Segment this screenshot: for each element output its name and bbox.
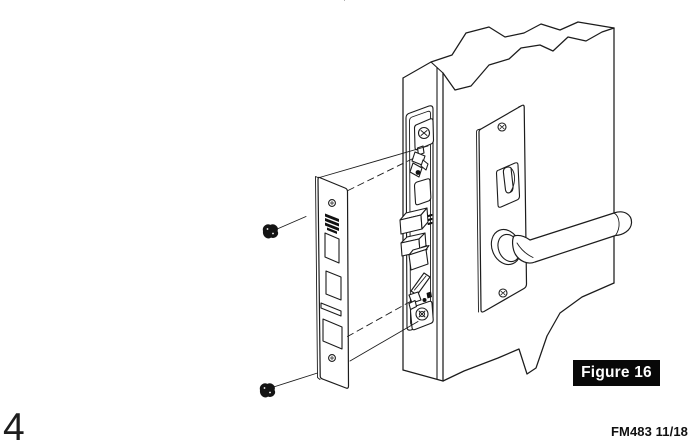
faceplate-screw-hole-top [329,200,336,207]
mounting-screw-top [263,217,306,238]
armor-front-faceplate [316,177,349,389]
lock-linkage [410,152,428,177]
alignment-lines [320,146,429,361]
door-top-back-tear [431,22,614,62]
alignment-dashed-line-top [348,158,414,191]
thumbturn [497,163,520,208]
faceplate-screw-hole-bottom [329,355,336,362]
faceplate-cutouts [321,233,342,349]
escutcheon-screw-bottom [499,289,507,297]
door-top-front-tear [443,28,614,90]
mounting-screw-bottom [260,373,317,397]
mounting-screws [260,217,317,397]
escutcheon-screw-top [498,123,506,131]
door [403,22,614,381]
deadbolt [415,179,431,205]
mortise-top-screw [415,119,434,155]
deadlatch-trigger [409,273,432,303]
thumbturn-escutcheon [345,0,527,312]
latch-guard [409,246,429,271]
alignment-dashed-line-bottom [348,300,415,337]
figure-label-box: Figure 16 [573,360,660,386]
projection-line-bottom [350,322,418,362]
latch-mechanism [400,119,434,330]
brand-hatch-marks [325,213,339,234]
figure-label: Figure 16 [581,364,652,381]
mortise-bottom-screw [409,301,433,330]
lever-handle [486,212,631,269]
lever-grip [513,212,632,263]
door-bottom-tear [443,283,614,381]
page-number: 4 [3,406,25,448]
latch-bolt-upper [400,208,432,234]
projection-line-top [320,146,429,178]
escutcheon-plate [479,105,527,312]
footer-doc-code: FM483 11/18 [611,424,688,439]
